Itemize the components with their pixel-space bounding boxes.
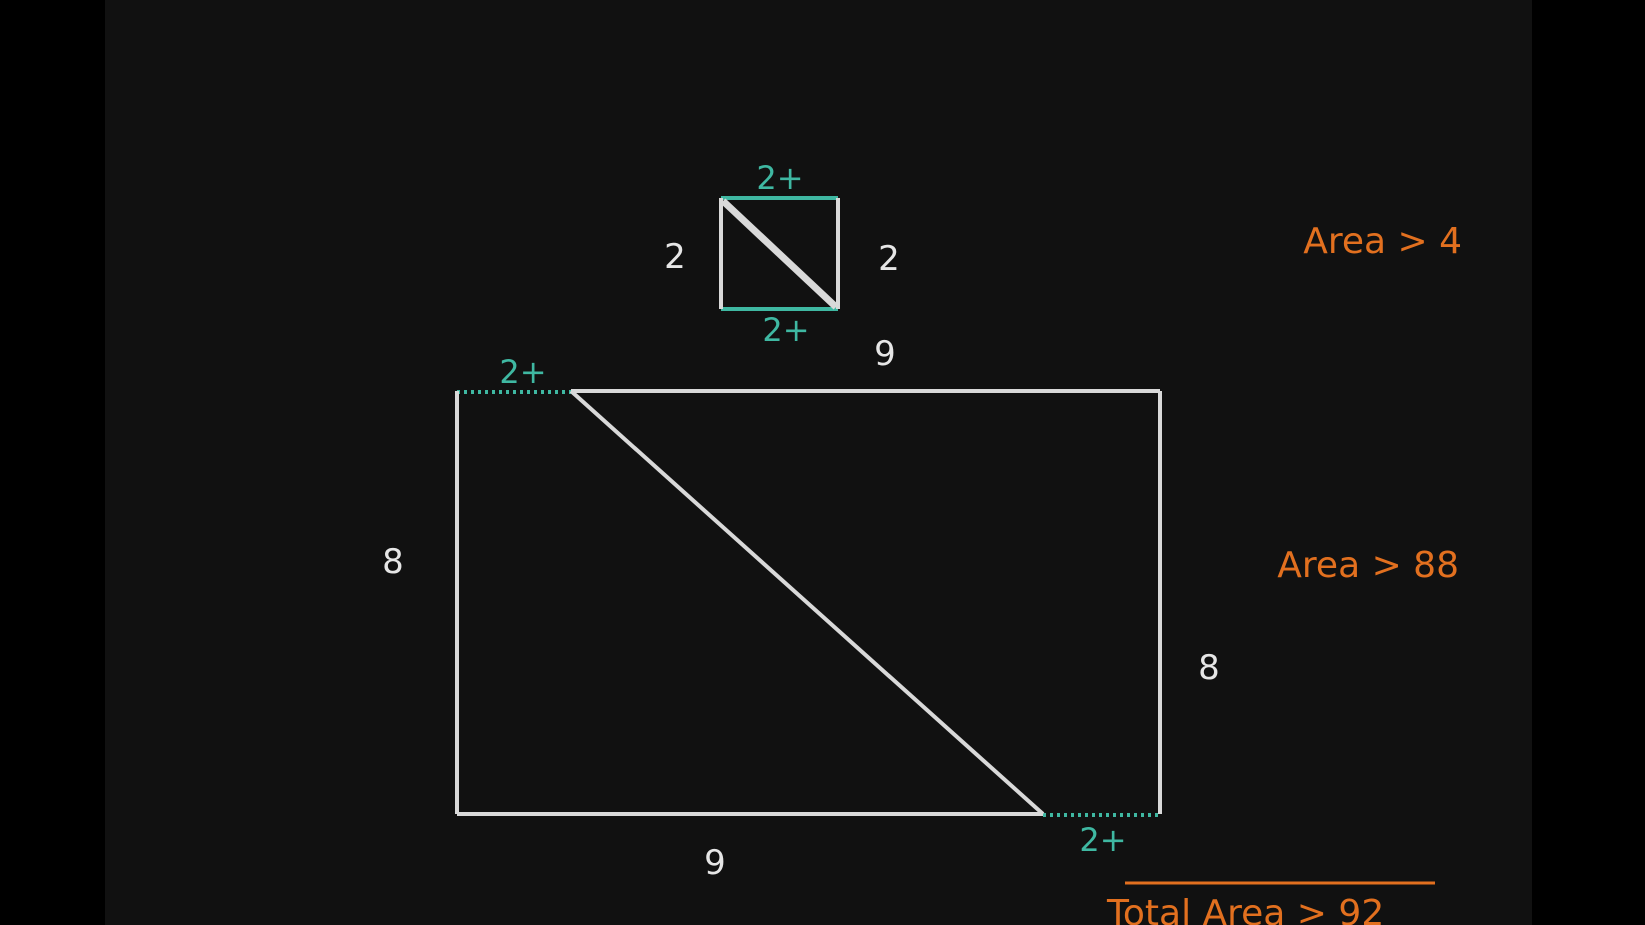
large-rect-bottom-extension-label: 2+ — [1079, 821, 1126, 859]
small-square-top-label: 2+ — [756, 159, 803, 197]
large-rect-left-label: 8 — [382, 542, 404, 582]
small-square-bottom-label: 2+ — [762, 311, 809, 349]
large-area-label: Area > 88 — [1277, 545, 1459, 586]
small-square-left-label: 2 — [664, 237, 686, 277]
small-square-right-label: 2 — [878, 239, 900, 279]
large-rect-top-extension-label: 2+ — [499, 353, 546, 391]
large-rectangle — [455, 389, 1162, 817]
large-rect-right-label: 8 — [1198, 648, 1220, 688]
small-area-label: Area > 4 — [1303, 221, 1462, 262]
slide-panel — [105, 0, 1532, 925]
large-rect-bottom-label: 9 — [704, 843, 726, 883]
large-rect-top-label: 9 — [874, 334, 896, 374]
large-rect-diagonal — [569, 389, 1045, 816]
total-area-label: Total Area > 92 — [1106, 893, 1384, 925]
small-square-diagonal — [720, 198, 839, 310]
small-square — [719, 196, 840, 311]
